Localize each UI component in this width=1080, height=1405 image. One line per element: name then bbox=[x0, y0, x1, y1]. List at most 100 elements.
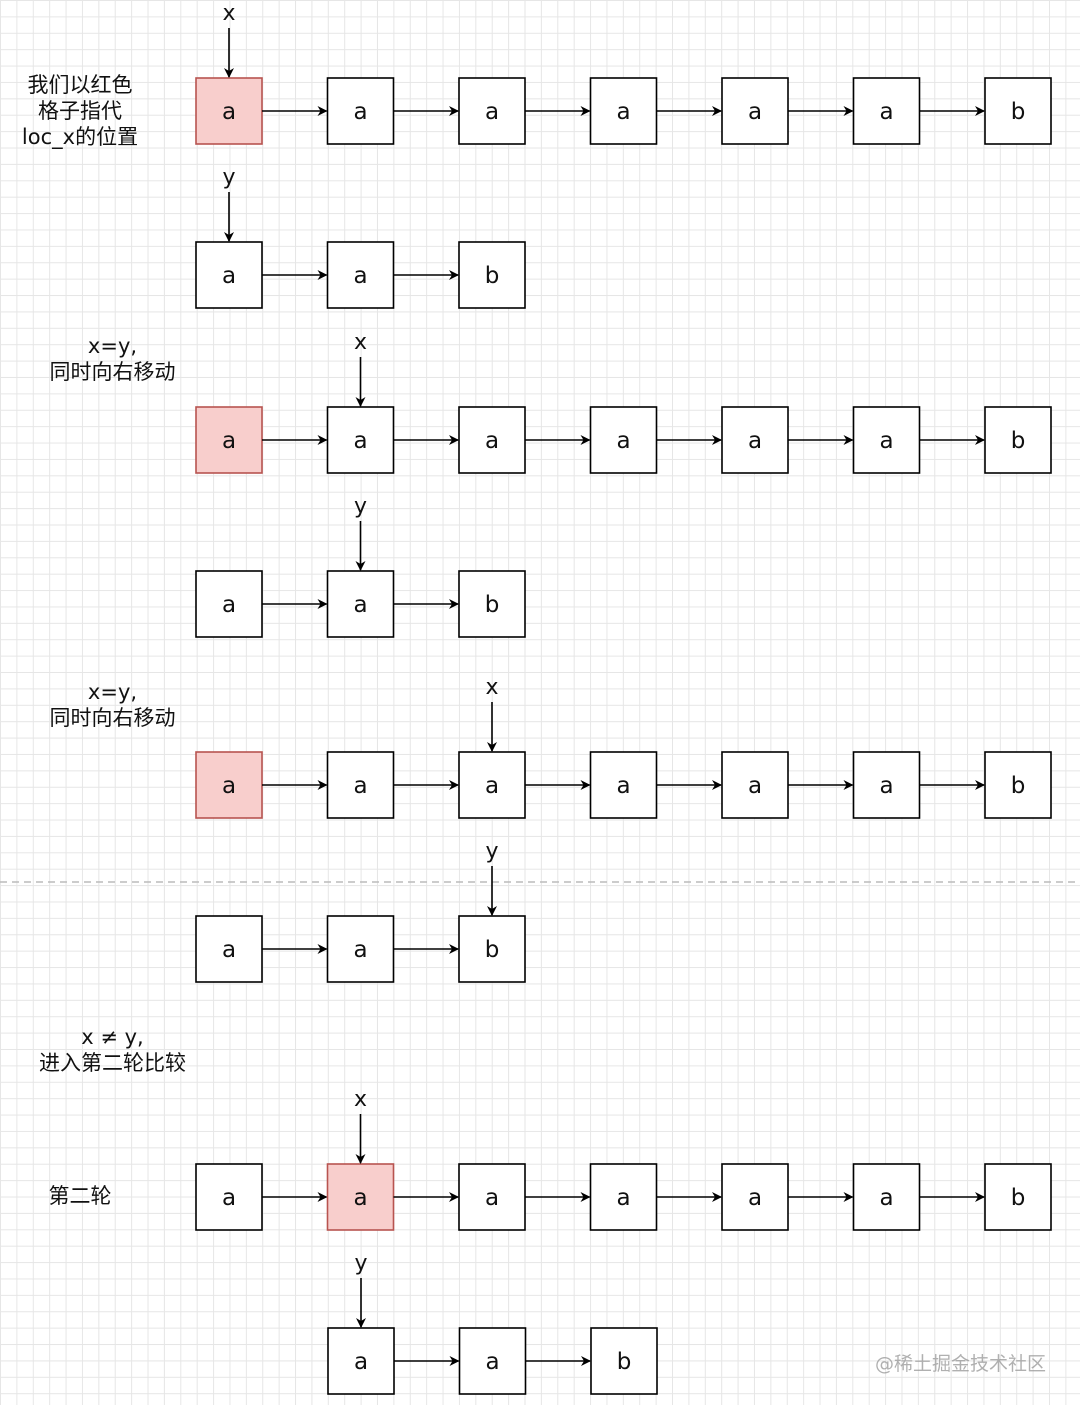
node-label: a bbox=[222, 1185, 236, 1211]
node-label: a bbox=[222, 428, 236, 454]
node-box bbox=[589, 1163, 658, 1231]
node-box bbox=[326, 570, 395, 638]
node-box bbox=[195, 241, 263, 309]
node-label: a bbox=[353, 99, 367, 125]
node-box bbox=[458, 570, 526, 638]
node-box bbox=[589, 77, 658, 145]
node-label: a bbox=[353, 428, 367, 454]
node-label: a bbox=[879, 99, 893, 125]
step1-note: x=y, 同时向右移动 bbox=[30, 333, 195, 385]
node-box bbox=[458, 915, 526, 983]
list-row-p2: a a b y bbox=[195, 494, 526, 638]
pointer-x-label: x bbox=[354, 1087, 367, 1112]
node-box bbox=[852, 751, 921, 819]
node-box bbox=[589, 406, 658, 474]
step3-note: x ≠ y, 进入第二轮比较 bbox=[20, 1024, 205, 1076]
node-label: b bbox=[485, 937, 500, 963]
node-label: a bbox=[879, 773, 893, 799]
round2-note: 第二轮 bbox=[20, 1183, 140, 1209]
pointer-x-label: x bbox=[485, 675, 498, 700]
node-box bbox=[984, 1163, 1052, 1231]
node-box bbox=[721, 1163, 789, 1231]
pointer-y-label: y bbox=[354, 1251, 367, 1276]
node-label: a bbox=[354, 1349, 368, 1375]
node-box bbox=[326, 915, 395, 983]
list-row-p4: a a b y bbox=[327, 1251, 658, 1395]
step2-line-1: x=y, bbox=[87, 680, 138, 704]
node-box bbox=[852, 77, 921, 145]
node-label: a bbox=[748, 773, 762, 799]
highlighted-node-box bbox=[326, 1163, 395, 1231]
legend-note: 我们以红色 格子指代 loc_x的位置 bbox=[10, 72, 150, 150]
node-label: b bbox=[617, 1349, 632, 1375]
node-label: a bbox=[616, 1185, 630, 1211]
node-label: a bbox=[748, 428, 762, 454]
step2-line-2: 同时向右移动 bbox=[49, 706, 176, 730]
legend-line-3: loc_x的位置 bbox=[21, 125, 139, 149]
step3-line-2: 进入第二轮比较 bbox=[39, 1051, 186, 1075]
list-row-p1: a a b y bbox=[195, 165, 526, 309]
node-box bbox=[984, 751, 1052, 819]
node-box bbox=[327, 1327, 395, 1395]
node-label: a bbox=[353, 592, 367, 618]
node-label: a bbox=[616, 773, 630, 799]
watermark: @稀土掘金技术社区 bbox=[874, 1353, 1046, 1375]
highlighted-node-box bbox=[195, 406, 263, 474]
node-label: a bbox=[748, 99, 762, 125]
pointer-x-label: x bbox=[354, 330, 367, 355]
node-label: a bbox=[485, 773, 499, 799]
pointer-x-label: x bbox=[222, 1, 235, 26]
node-label: a bbox=[748, 1185, 762, 1211]
list-row-s1: a a a a a a b x bbox=[195, 1, 1052, 145]
node-label: a bbox=[879, 1185, 893, 1211]
node-label: a bbox=[485, 1349, 499, 1375]
node-box bbox=[458, 1327, 527, 1395]
node-label: b bbox=[1011, 1185, 1026, 1211]
step3-line-1: x ≠ y, bbox=[81, 1025, 144, 1049]
step1-line-1: x=y, bbox=[87, 334, 138, 358]
step1-line-2: 同时向右移动 bbox=[49, 360, 176, 384]
node-box bbox=[195, 915, 263, 983]
node-box bbox=[721, 406, 789, 474]
list-row-s4: a a a a a a b x bbox=[195, 1087, 1052, 1231]
node-label: a bbox=[222, 263, 236, 289]
node-label: b bbox=[1011, 99, 1026, 125]
pointer-y-label: y bbox=[222, 165, 235, 190]
node-label: b bbox=[1011, 773, 1026, 799]
node-box bbox=[984, 406, 1052, 474]
node-label: a bbox=[353, 263, 367, 289]
highlighted-node-box bbox=[195, 751, 263, 819]
node-label: a bbox=[616, 428, 630, 454]
node-label: a bbox=[222, 592, 236, 618]
node-box bbox=[326, 241, 395, 309]
node-label: a bbox=[222, 99, 236, 125]
node-label: b bbox=[485, 592, 500, 618]
node-label: a bbox=[353, 937, 367, 963]
node-box bbox=[458, 1163, 526, 1231]
node-box bbox=[852, 1163, 921, 1231]
node-box bbox=[195, 570, 263, 638]
node-box bbox=[984, 77, 1052, 145]
node-box bbox=[326, 406, 395, 474]
node-label: a bbox=[485, 1185, 499, 1211]
node-label: a bbox=[485, 428, 499, 454]
node-box bbox=[721, 751, 789, 819]
node-box bbox=[852, 406, 921, 474]
round2-label: 第二轮 bbox=[48, 1184, 112, 1208]
pointer-y-label: y bbox=[485, 839, 498, 864]
node-label: a bbox=[485, 99, 499, 125]
node-label: b bbox=[1011, 428, 1026, 454]
node-label: a bbox=[353, 1185, 367, 1211]
node-label: a bbox=[222, 937, 236, 963]
node-box bbox=[458, 77, 526, 145]
node-label: b bbox=[485, 263, 500, 289]
node-label: a bbox=[616, 99, 630, 125]
list-row-p3: a a b y bbox=[195, 839, 526, 983]
legend-line-1: 我们以红色 bbox=[27, 73, 133, 97]
node-label: a bbox=[222, 773, 236, 799]
step2-note: x=y, 同时向右移动 bbox=[30, 679, 195, 731]
pointer-y-label: y bbox=[354, 494, 367, 519]
node-box bbox=[590, 1327, 658, 1395]
